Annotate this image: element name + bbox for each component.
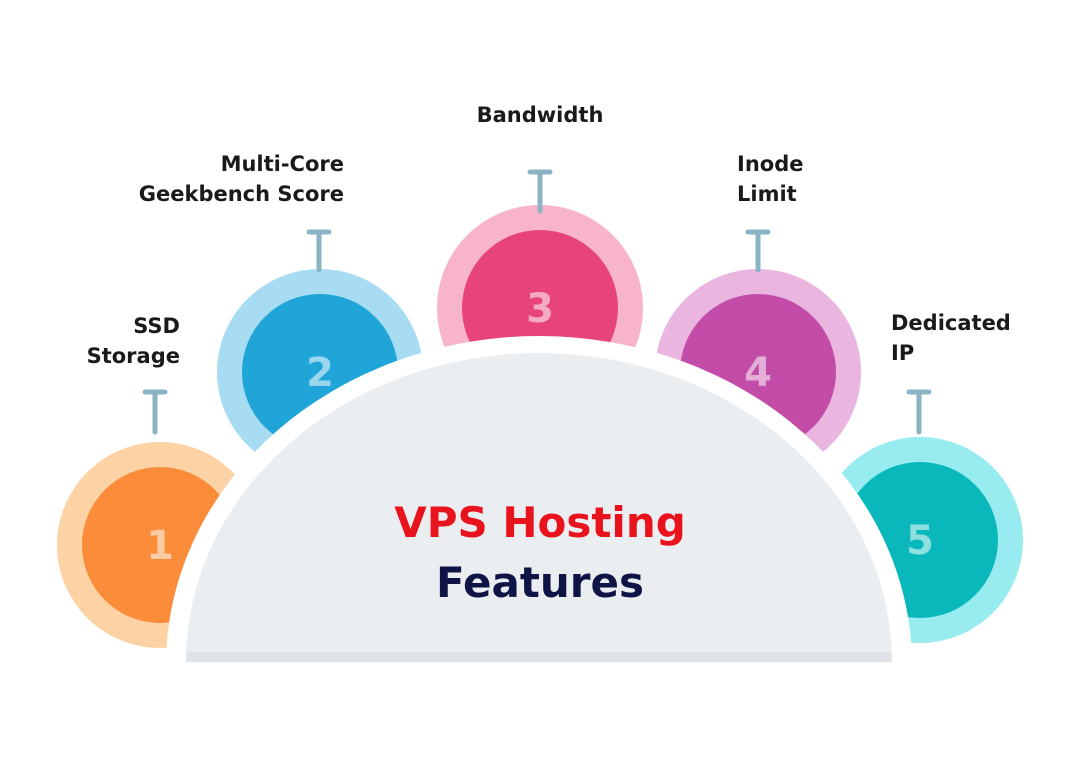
connector-1 [142,389,168,435]
connector-3 [527,169,553,214]
connector-4 [745,229,771,273]
feature-label-5: Dedicated IP [891,311,1011,365]
feature-number-2: 2 [306,350,334,396]
feature-number-5: 5 [906,518,934,564]
feature-label-3: Bandwidth [476,103,604,127]
title-line-2: Features [436,558,644,607]
connector-2 [306,229,332,273]
title-line-1: VPS Hosting [394,498,686,547]
feature-number-4: 4 [744,350,772,396]
connector-5 [906,389,932,435]
feature-number-1: 1 [146,523,174,569]
feature-label-1: SSD Storage [86,314,180,368]
feature-label-2: Multi-Core Geekbench Score [138,152,344,206]
feature-number-3: 3 [526,286,554,332]
central-dome [166,336,912,665]
feature-label-4: Inode Limit [737,152,804,206]
